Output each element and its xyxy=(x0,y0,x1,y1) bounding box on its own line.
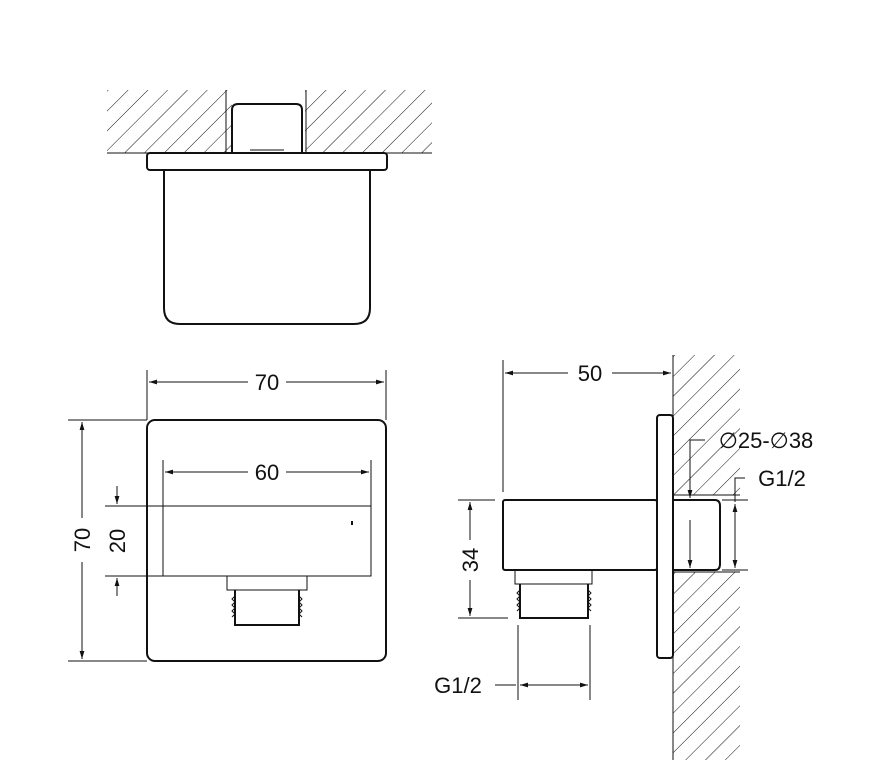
wall-inlet-pipe xyxy=(673,499,721,571)
dim-inlet-thread: G1/2 xyxy=(758,466,806,491)
dim-front-height: 70 xyxy=(70,528,95,552)
outlet-collar xyxy=(226,575,308,591)
dim-side-depth: 50 xyxy=(578,361,602,386)
dim-wall-pipe-diameter: ∅25-∅38 xyxy=(719,428,814,453)
outlet-thread xyxy=(234,590,300,626)
dim-front-width: 70 xyxy=(255,370,279,395)
top-view xyxy=(107,90,432,325)
body-front xyxy=(162,505,372,577)
side-view: 50 34 G1/2 ∅25-∅38 G1/2 xyxy=(434,355,813,760)
flange xyxy=(146,152,388,171)
side-outlet-collar xyxy=(514,569,593,585)
cover-plate xyxy=(146,419,387,662)
inlet-stub xyxy=(231,103,303,153)
dim-inner-height: 20 xyxy=(105,529,130,553)
side-body xyxy=(502,499,658,571)
dim-side-height: 34 xyxy=(458,548,483,572)
wall-hatch-upper xyxy=(673,355,740,495)
wall-hatch-lower xyxy=(673,572,740,760)
front-view: 70 60 70 20 xyxy=(68,370,387,662)
body xyxy=(163,170,371,325)
wall-hatch-right xyxy=(305,90,432,153)
dim-inner-width: 60 xyxy=(255,460,279,485)
dim-outlet-thread: G1/2 xyxy=(434,673,482,698)
wall-hatch-left xyxy=(107,90,232,153)
side-flange xyxy=(656,414,674,659)
side-outlet-thread xyxy=(519,584,589,619)
